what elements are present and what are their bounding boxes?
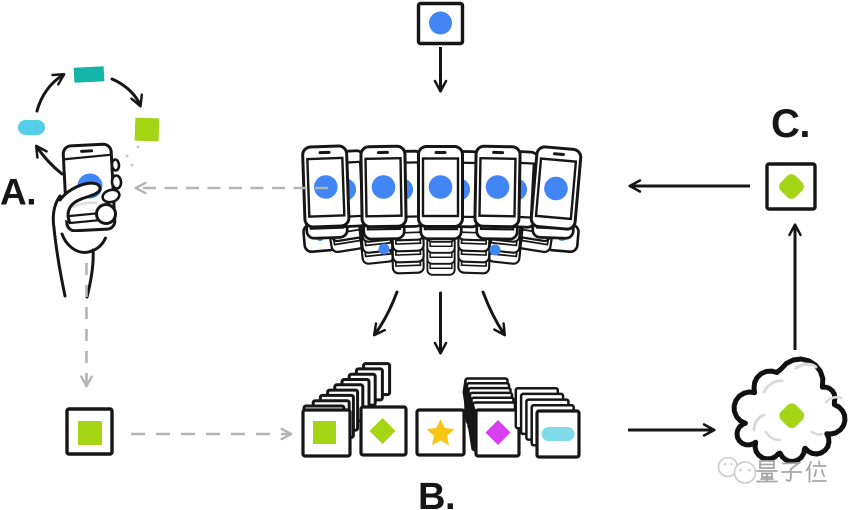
svg-text:B.: B. <box>418 476 455 510</box>
svg-text:A.: A. <box>0 172 36 213</box>
svg-text:C.: C. <box>771 102 810 146</box>
